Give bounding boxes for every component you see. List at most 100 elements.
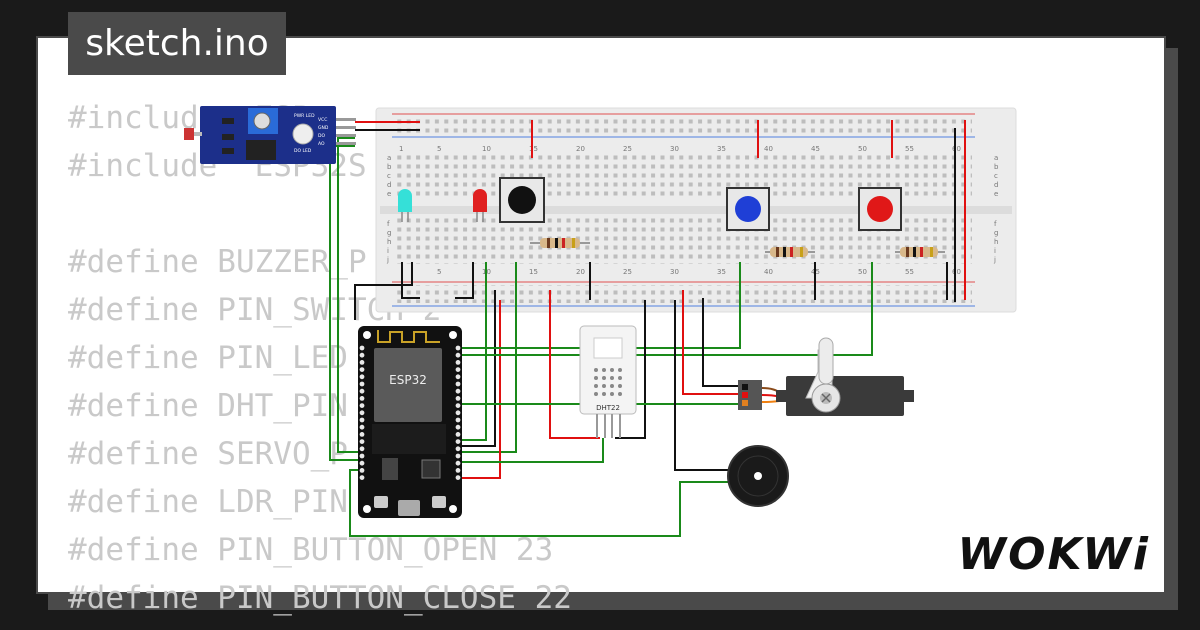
esp32-pin xyxy=(359,446,365,452)
bb-col-label: 45 xyxy=(811,145,820,153)
esp32-pin xyxy=(359,432,365,437)
bb-row-label: b xyxy=(994,163,999,171)
esp32-pin xyxy=(455,381,461,387)
bb-col-label: 35 xyxy=(717,268,726,276)
esp32-pin xyxy=(455,453,461,459)
esp32-pin xyxy=(359,388,365,394)
bb-col-label: 30 xyxy=(670,145,679,153)
esp32-pin xyxy=(359,453,365,459)
breadboard[interactable]: 1 5 10 15 20 25 30 35 40 45 50 55 60 5 1… xyxy=(375,107,1017,313)
bb-row-label: h xyxy=(387,238,391,246)
ldr-sensor-module[interactable]: VCC GND DO AO PWR LED DO LED xyxy=(184,106,356,164)
bb-row-label: c xyxy=(994,172,998,180)
code-line: #define PIN_BUTTON_CLOSE 22 xyxy=(68,580,572,616)
bb-row-label: e xyxy=(387,190,391,198)
bb-col-label: 25 xyxy=(623,145,632,153)
esp32-pin xyxy=(359,403,365,408)
dht22-sensor[interactable]: DHT22 xyxy=(579,325,637,438)
esp32-pin xyxy=(455,396,461,401)
code-line: #define LDR_PIN xyxy=(68,484,348,520)
ldr-led-label: PWR LED xyxy=(294,113,315,119)
esp32-pin xyxy=(359,396,365,401)
esp32-pin xyxy=(359,439,365,444)
bb-row-label: j xyxy=(386,256,389,264)
bb-row-label: i xyxy=(387,247,389,255)
code-line: #define PIN_LED xyxy=(68,340,348,376)
esp32-pin xyxy=(455,424,461,430)
bb-col-label: 60 xyxy=(952,268,961,276)
wokwi-logo: WOKWi xyxy=(957,529,1150,580)
bb-col-label: 55 xyxy=(905,145,914,153)
file-name-tab[interactable]: sketch.ino xyxy=(68,12,286,75)
bb-col-label: 15 xyxy=(529,268,538,276)
bb-col-label: 40 xyxy=(764,145,773,153)
esp32-pin xyxy=(455,446,461,452)
bb-row-label: g xyxy=(994,229,998,237)
esp32-pin xyxy=(359,424,365,430)
esp32-label: ESP32 xyxy=(389,373,427,387)
esp32-pin xyxy=(455,460,461,466)
esp32-board[interactable]: ESP32 xyxy=(358,326,462,518)
esp32-pin xyxy=(359,367,365,372)
pushbutton-red[interactable] xyxy=(858,187,902,231)
resistor[interactable] xyxy=(530,238,590,248)
bb-row-label: c xyxy=(387,172,391,180)
esp32-pin xyxy=(455,374,461,380)
code-line: #define SERVO_P xyxy=(68,436,348,472)
bb-col-label: 5 xyxy=(437,268,441,276)
esp32-pin xyxy=(359,417,365,423)
esp32-pin xyxy=(359,345,365,351)
bb-col-label: 15 xyxy=(529,145,538,153)
esp32-pin xyxy=(359,468,365,473)
bb-row-label: f xyxy=(387,220,390,228)
esp32-pin xyxy=(455,352,461,358)
servo-motor[interactable] xyxy=(738,337,914,416)
led-cyan[interactable] xyxy=(398,189,412,222)
bb-col-label: 55 xyxy=(905,268,914,276)
bb-row-label: d xyxy=(387,181,391,189)
bb-row-label: i xyxy=(994,247,996,255)
buzzer[interactable] xyxy=(727,445,789,507)
bb-row-label: f xyxy=(994,220,997,228)
esp32-pin xyxy=(455,468,461,473)
bb-col-label: 50 xyxy=(858,145,867,153)
esp32-pin xyxy=(455,439,461,444)
bb-col-label: 20 xyxy=(576,145,585,153)
esp32-pin xyxy=(455,367,461,372)
bb-row-label: g xyxy=(387,229,391,237)
bb-col-label: 50 xyxy=(858,268,867,276)
ldr-pin-label: AO xyxy=(318,141,325,147)
code-line: #define PIN_SWITCH 2 xyxy=(68,292,442,328)
ldr-pin-label: VCC xyxy=(318,117,327,123)
wires xyxy=(329,120,966,537)
led-red[interactable] xyxy=(473,189,487,222)
bb-col-label: 5 xyxy=(437,145,441,153)
pushbutton-blue[interactable] xyxy=(726,187,770,231)
bb-row-label: a xyxy=(387,154,391,162)
bb-row-label: a xyxy=(994,154,998,162)
resistor[interactable] xyxy=(895,247,945,257)
bb-row-label: b xyxy=(387,163,392,171)
ldr-pin-label: DO xyxy=(318,133,325,139)
esp32-pin xyxy=(455,475,461,480)
bb-col-label: 25 xyxy=(623,268,632,276)
pushbutton-black[interactable] xyxy=(499,177,545,223)
bb-row-label: h xyxy=(994,238,998,246)
esp32-pin xyxy=(359,352,365,358)
esp32-pin xyxy=(455,345,461,351)
bb-col-label: 30 xyxy=(670,268,679,276)
bb-col-label: 35 xyxy=(717,145,726,153)
bb-col-label: 10 xyxy=(482,145,491,153)
code-line: #define BUZZER_P xyxy=(68,244,367,280)
ldr-pin-label: GND xyxy=(318,125,329,131)
bb-row-label: e xyxy=(994,190,998,198)
esp32-pin xyxy=(359,410,365,416)
resistor[interactable] xyxy=(765,247,815,257)
esp32-pin xyxy=(359,475,365,480)
esp32-pin xyxy=(455,360,461,365)
esp32-pin xyxy=(455,388,461,394)
esp32-pin xyxy=(455,403,461,408)
esp32-pin-headers xyxy=(359,345,461,480)
esp32-pin xyxy=(359,460,365,466)
